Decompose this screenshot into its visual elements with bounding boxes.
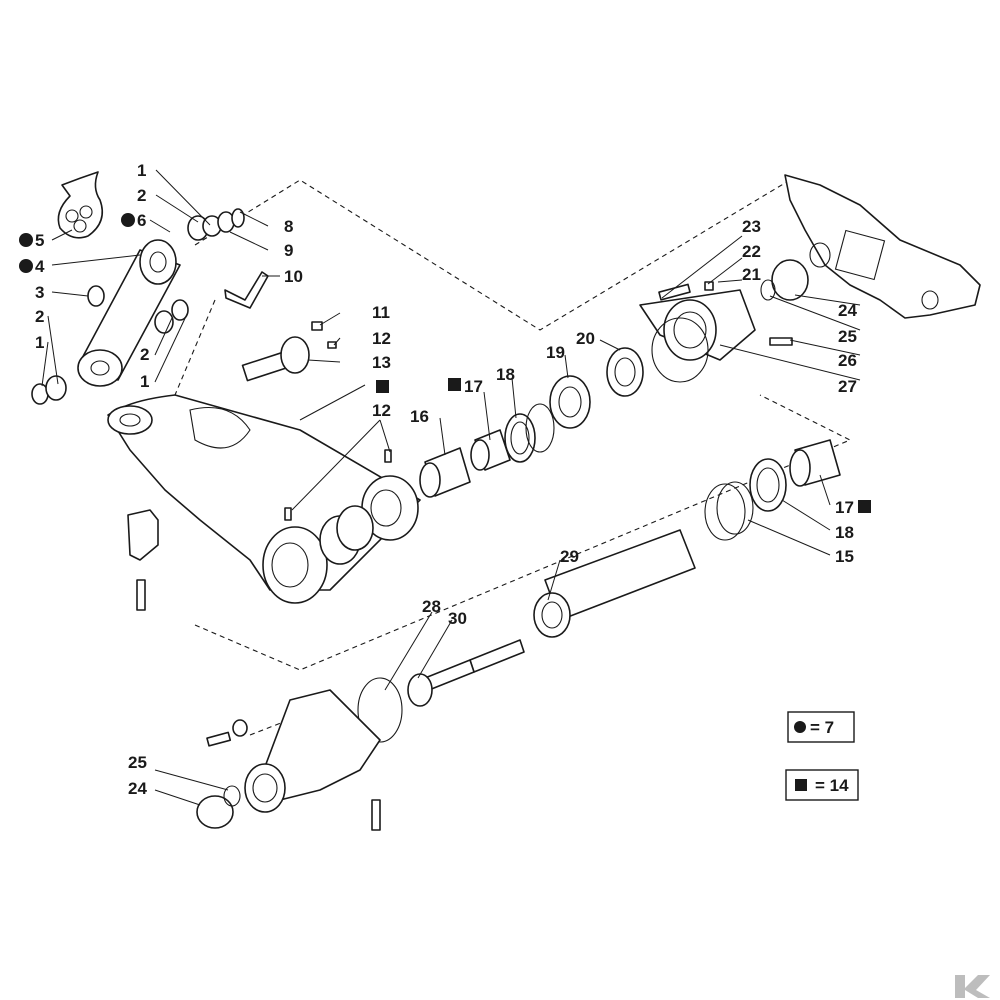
bushing-17 [470, 429, 511, 471]
callout-29: 29 [560, 547, 579, 566]
bolt-washer-left [206, 719, 248, 747]
shim-18-right [749, 458, 787, 512]
legend-square: = 14 [785, 769, 859, 801]
rings-left [31, 208, 245, 405]
circle-symbol [19, 259, 33, 273]
callout-26: 26 [838, 351, 857, 370]
o-ring-27 [651, 317, 709, 383]
circlip-25 [760, 279, 776, 301]
circle-symbol [121, 213, 135, 227]
small-screws [284, 321, 392, 521]
callout-25: 25 [128, 753, 147, 772]
axle-shaft [419, 529, 696, 693]
elbow-fitting [224, 271, 269, 309]
callout-18: 18 [835, 523, 854, 542]
callout-12: 12 [372, 401, 391, 420]
legend-circle: = 7 [787, 711, 855, 743]
dust-cap-24 [196, 795, 234, 829]
callout-10: 10 [284, 267, 303, 286]
tractor-frame [784, 174, 981, 319]
square-symbol [448, 378, 461, 391]
callout-17: 17 [835, 498, 854, 517]
callout-6: 6 [137, 211, 146, 230]
callout-27: 27 [838, 377, 857, 396]
callout-23: 23 [742, 217, 761, 236]
hub-carrier [244, 689, 381, 813]
callout-16: 16 [410, 407, 429, 426]
callout-21: 21 [742, 265, 761, 284]
o-rings-15 [704, 481, 754, 541]
shim-18 [504, 413, 536, 463]
bottom-bolt [371, 799, 381, 831]
circle-symbol [794, 721, 806, 733]
legend-square-value: = 14 [815, 776, 849, 795]
callout-1: 1 [35, 333, 44, 352]
callout-2: 2 [137, 186, 146, 205]
callout-labels: 1 2 6 5 4 3 2 1 2 1 8 9 10 11 12 13 12 1… [19, 161, 871, 798]
callout-28: 28 [422, 597, 441, 616]
callout-20: 20 [576, 329, 595, 348]
callout-13: 13 [372, 353, 391, 372]
callout-2: 2 [35, 307, 44, 326]
callout-9: 9 [284, 241, 293, 260]
callout-22: 22 [742, 242, 761, 261]
callout-25: 25 [838, 327, 857, 346]
circle-symbol [19, 233, 33, 247]
callout-12: 12 [372, 329, 391, 348]
square-symbol [858, 500, 871, 513]
callout-2: 2 [140, 345, 149, 364]
screws-21-23 [658, 281, 793, 346]
callout-24: 24 [838, 301, 857, 320]
axle-support-housing [107, 394, 421, 604]
hydraulic-cylinder [77, 239, 181, 387]
callout-19: 19 [546, 343, 565, 362]
bolt-bag [57, 171, 104, 239]
circlip-25-lower [223, 785, 241, 807]
square-symbol [376, 380, 389, 393]
bracket [127, 509, 159, 561]
callout-30: 30 [448, 609, 467, 628]
legend-circle-value: = 7 [810, 718, 834, 737]
o-ring-28 [357, 677, 403, 743]
bushing-16 [419, 447, 471, 498]
watermark-logo [955, 975, 990, 998]
bushing-17-right [789, 439, 841, 487]
callout-3: 3 [35, 283, 44, 302]
callout-1: 1 [137, 161, 146, 180]
callout-15: 15 [835, 547, 854, 566]
callout-24: 24 [128, 779, 147, 798]
callout-1: 1 [140, 372, 149, 391]
square-symbol [795, 779, 807, 791]
bearing-19 [549, 375, 591, 429]
leader-lines [41, 169, 861, 806]
callout-18: 18 [496, 365, 515, 384]
splined-shaft [407, 673, 433, 707]
callout-5: 5 [35, 231, 44, 250]
o-ring-left [525, 403, 555, 453]
callout-8: 8 [284, 217, 293, 236]
ring-nut-20 [606, 347, 644, 397]
stub-shaft [241, 336, 310, 382]
callout-17: 17 [464, 377, 483, 396]
callout-11: 11 [372, 303, 390, 322]
callout-4: 4 [35, 257, 45, 276]
cap-24 [771, 259, 809, 301]
bracket-bolt [136, 579, 146, 611]
